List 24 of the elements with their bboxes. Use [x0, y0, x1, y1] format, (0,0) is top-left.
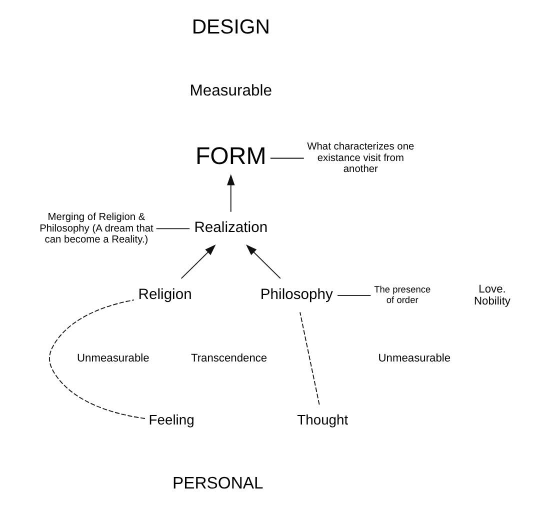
label: Love. Nobility [474, 283, 510, 308]
label: Unmeasurable [76, 352, 149, 364]
label: DESIGN [191, 16, 270, 39]
node-text: Realization [194, 220, 268, 236]
arrow [180, 244, 216, 279]
node-text: The presence of order [374, 284, 430, 305]
node-text: What characterizes one existance visit from another [306, 142, 414, 175]
connector [336, 294, 371, 296]
label: Transcendence [190, 352, 267, 364]
node-text: FORM [194, 143, 266, 170]
node-text: Thought [296, 412, 348, 428]
connector [155, 228, 190, 230]
connector [299, 312, 320, 406]
label: Measurable [189, 82, 272, 100]
label: Unmeasurable [378, 352, 450, 364]
connector [269, 158, 304, 159]
node-text: Philosophy [260, 286, 332, 303]
connector [48, 299, 145, 419]
node-text: Feeling [148, 412, 194, 428]
node-text: Merging of Religion & Philosophy (A dream that can become a Reality.) [39, 212, 153, 246]
arrow [245, 244, 280, 279]
arrow [226, 174, 234, 212]
label: PERSONAL [172, 474, 263, 493]
node-text: Religion [138, 286, 192, 303]
